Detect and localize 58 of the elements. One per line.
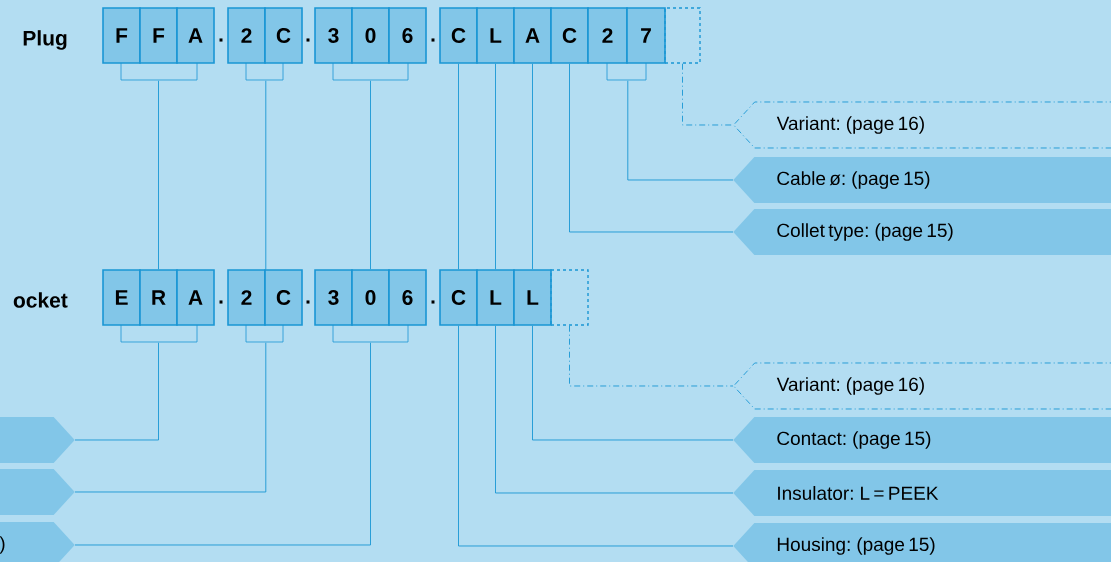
code-cell: 2 (587, 7, 628, 64)
connector-line (682, 63, 734, 126)
code-cell: 0 (351, 269, 390, 326)
code-cell: R (139, 269, 178, 326)
connector-line (370, 80, 371, 270)
label-tag: Housing: (page 15) (733, 523, 1111, 562)
code-cell: 3 (314, 269, 353, 326)
optional-tag: Variant: (page 16) (733, 101, 1111, 149)
empty-cell (550, 269, 589, 326)
code-cell: C (439, 7, 478, 64)
code-cell: L (476, 269, 515, 326)
code-cell: C (439, 269, 478, 326)
label-tag: Cable ø: (page 15) (733, 157, 1111, 203)
code-cell: 6 (388, 7, 427, 64)
row-label: Plug (23, 30, 67, 50)
code-cell: C (264, 269, 303, 326)
code-cell: C (550, 7, 589, 64)
connector-line (495, 63, 496, 270)
code-cell: E (102, 269, 141, 326)
separator-dot: . (219, 300, 223, 304)
separator-dot: . (219, 38, 223, 42)
separator-dot: . (431, 300, 435, 304)
code-cell: L (513, 269, 552, 326)
code-cell: 3 (314, 7, 353, 64)
code-cell: A (176, 7, 215, 64)
row-label: ocket (13, 292, 68, 308)
connector-line (74, 342, 371, 546)
code-cell: A (513, 7, 552, 64)
connector-line (158, 80, 159, 270)
separator-dot: . (431, 38, 435, 42)
label-tag: Insulator: L = PEEK (733, 470, 1111, 516)
code-cell: 0 (351, 7, 390, 64)
code-cell: A (176, 269, 215, 326)
connector-line (569, 325, 734, 387)
label-tag: Collet type: (page 15) (733, 209, 1111, 255)
connector-line (74, 342, 159, 441)
connector-line (74, 342, 267, 493)
separator-dot: . (306, 38, 310, 42)
code-cell: L (476, 7, 515, 64)
code-cell: 2 (227, 269, 266, 326)
connector-line (569, 63, 734, 233)
code-cell: F (102, 7, 141, 64)
label-tag: Contact: (page 15) (733, 417, 1111, 463)
empty-cell (664, 7, 701, 64)
code-cell: F (139, 7, 178, 64)
connector-line (495, 325, 734, 494)
code-cell: 7 (626, 7, 666, 64)
connector-line (627, 80, 734, 181)
connector-line (532, 325, 734, 441)
connector-line (458, 63, 459, 270)
connector-line (265, 80, 267, 270)
code-cell: 2 (227, 7, 266, 64)
code-cell: 6 (388, 269, 427, 326)
connector-line (532, 63, 533, 270)
separator-dot: . (306, 300, 310, 304)
optional-tag: Variant: (page 16) (733, 362, 1111, 410)
code-cell: C (264, 7, 303, 64)
connector-line (458, 325, 734, 547)
